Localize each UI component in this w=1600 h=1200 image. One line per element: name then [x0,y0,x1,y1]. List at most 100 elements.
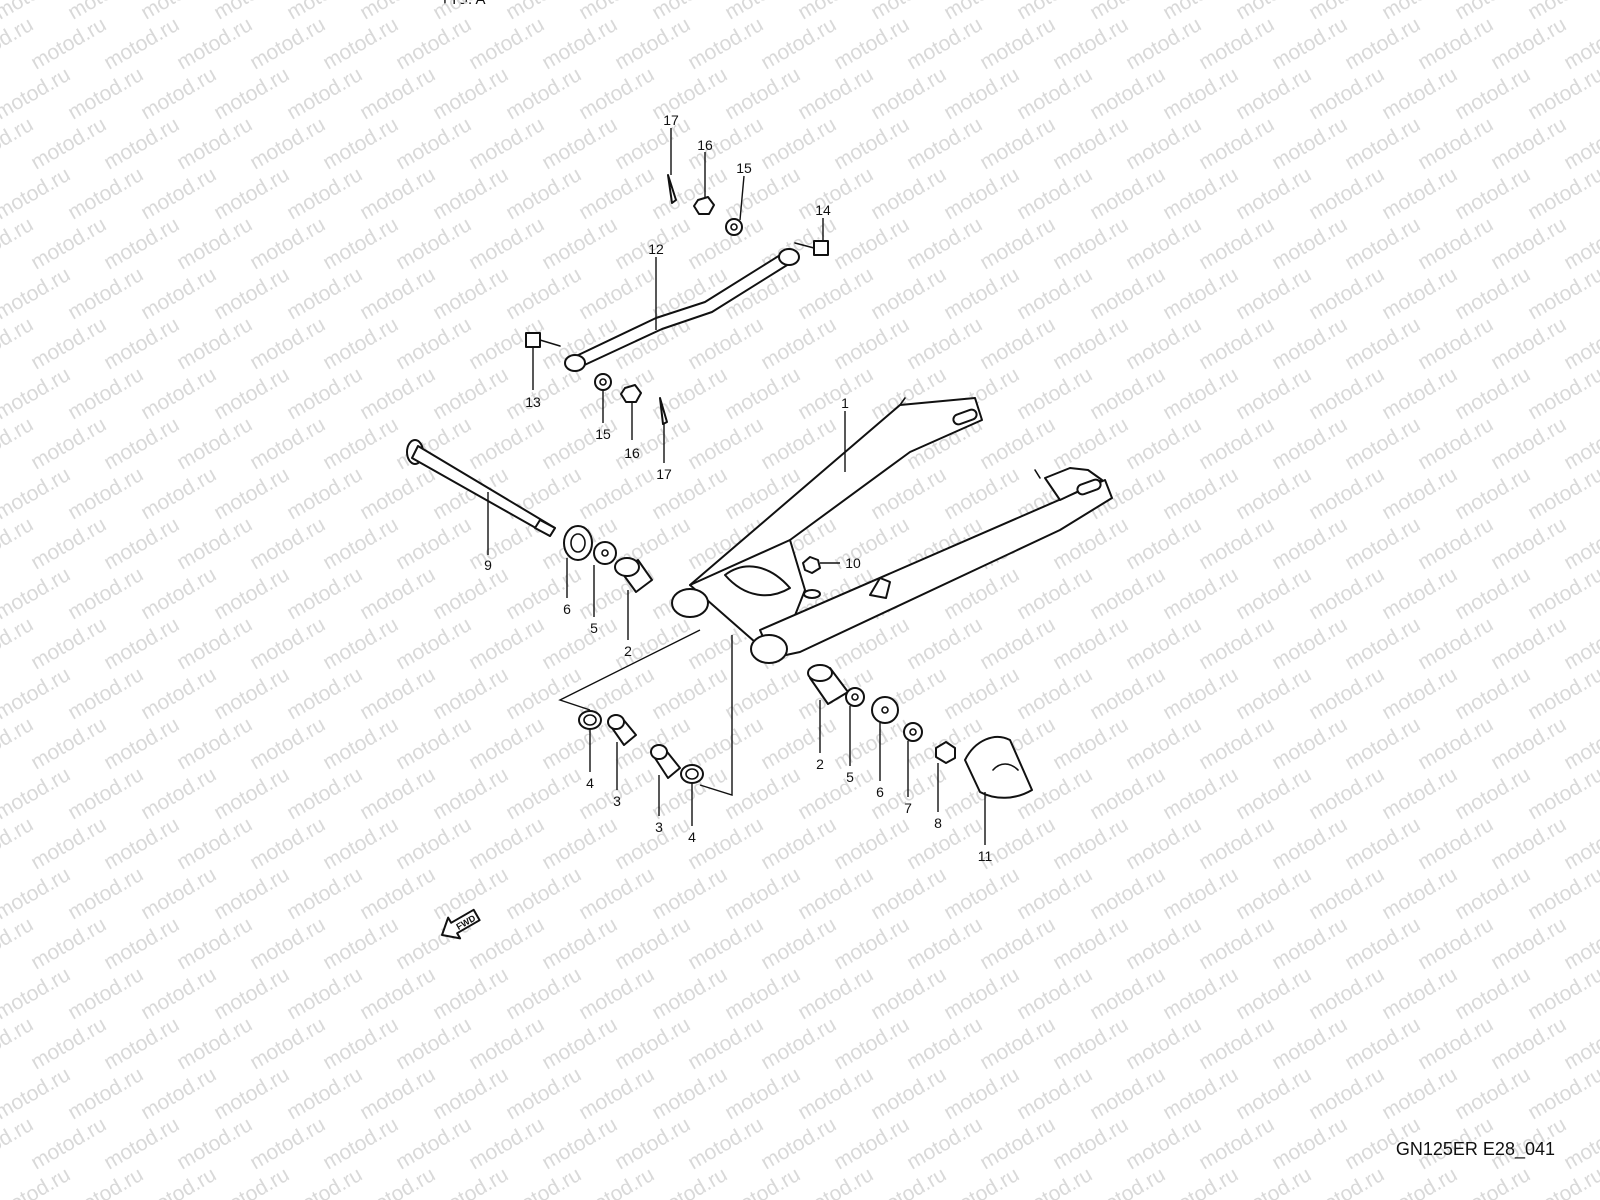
watermark-text: motod.ru [1086,1163,1169,1200]
watermark-text: motod.ru [100,113,183,174]
watermark-text: motod.ru [1378,863,1461,924]
watermark-text: motod.ru [210,1063,293,1124]
watermark-text: motod.ru [137,463,220,524]
watermark-text: motod.ru [575,1163,658,1200]
watermark-text: motod.ru [1086,363,1169,424]
watermark-text: motod.ru [173,813,256,874]
callout-2-right: 2 [816,756,824,772]
watermark-text: motod.ru [392,113,475,174]
watermark-text: motod.ru [976,1113,1059,1174]
watermark-text: motod.ru [575,263,658,324]
watermark-text: motod.ru [940,863,1023,924]
watermark-text: motod.ru [1049,1013,1132,1074]
watermark-text: motod.ru [575,363,658,424]
watermark-text: motod.ru [392,313,475,374]
watermark-text: motod.ru [1341,1013,1424,1074]
watermark-text: motod.ru [867,863,950,924]
watermark-text: motod.ru [976,613,1059,674]
watermark-text: motod.ru [1414,613,1497,674]
watermark-text: motod.ru [1487,913,1570,974]
watermark-text: motod.ru [502,763,585,824]
watermark-text: motod.ru [319,13,402,74]
watermark-text: motod.ru [794,63,877,124]
callout-6-left: 6 [563,601,571,617]
watermark-text: motod.ru [648,63,731,124]
watermark-text: motod.ru [684,213,767,274]
watermark-text: motod.ru [319,1113,402,1174]
watermark-text: motod.ru [538,813,621,874]
watermark-text: motod.ru [1268,313,1351,374]
watermark-text: motod.ru [100,1013,183,1074]
watermark-text: motod.ru [1268,913,1351,974]
watermark-text: motod.ru [1232,1163,1315,1200]
watermark-text: motod.ru [794,163,877,224]
watermark-text: motod.ru [830,313,913,374]
watermark-text: motod.ru [246,213,329,274]
watermark-text: motod.ru [1305,0,1388,24]
watermark-text: motod.ru [1159,63,1242,124]
watermark-text: motod.ru [1378,563,1461,624]
watermark-text: motod.ru [1487,813,1570,874]
watermark-text: motod.ru [100,813,183,874]
watermark-text: motod.ru [319,113,402,174]
watermark-text: motod.ru [429,563,512,624]
right-bearing-stack [807,664,1033,799]
watermark-text: motod.ru [1451,1163,1534,1200]
watermark-text: motod.ru [173,413,256,474]
watermark-text: motod.ru [538,913,621,974]
watermark-text: motod.ru [283,1163,366,1200]
watermark-text: motod.ru [27,1113,110,1174]
watermark-text: motod.ru [1341,713,1424,774]
watermark-text: motod.ru [392,813,475,874]
watermark-text: motod.ru [1232,863,1315,924]
watermark-text: motod.ru [246,313,329,374]
watermark-text: motod.ru [1451,663,1534,724]
watermark-text: motod.ru [1524,863,1600,924]
watermark-text: motod.ru [1305,363,1388,424]
watermark-text: motod.ru [648,663,731,724]
watermark-text: motod.ru [1232,63,1315,124]
watermark-text: motod.ru [246,813,329,874]
watermark-text: motod.ru [940,163,1023,224]
watermark-text: motod.ru [538,613,621,674]
figure-header-fragment: FIG. A [443,0,486,8]
watermark-text: motod.ru [1341,213,1424,274]
watermark-text: motod.ru [721,763,804,824]
watermark-text: motod.ru [356,863,439,924]
watermark-text: motod.ru [1232,1063,1315,1124]
watermark-text: motod.ru [867,1063,950,1124]
watermark-text: motod.ru [1195,613,1278,674]
watermark-text: motod.ru [757,1013,840,1074]
watermark-text: motod.ru [64,1063,147,1124]
watermark-text: motod.ru [940,1163,1023,1200]
watermark-text: motod.ru [246,413,329,474]
watermark-text: motod.ru [794,1063,877,1124]
watermark-text: motod.ru [830,913,913,974]
watermark-text: motod.ru [1086,563,1169,624]
watermark-text: motod.ru [940,0,1023,24]
watermark-text: motod.ru [502,63,585,124]
watermark-text: motod.ru [1013,0,1096,24]
watermark-text: motod.ru [1268,413,1351,474]
watermark-text: motod.ru [319,713,402,774]
watermark-text: motod.ru [429,663,512,724]
watermark-text: motod.ru [1195,1013,1278,1074]
watermark-text: motod.ru [1305,463,1388,524]
watermark-text: motod.ru [1451,563,1534,624]
watermark-text: motod.ru [1268,813,1351,874]
callout-3-right: 3 [655,819,663,835]
watermark-text: motod.ru [1305,1163,1388,1200]
watermark-text: motod.ru [1195,13,1278,74]
watermark-text: motod.ru [1378,1163,1461,1200]
callout-14: 14 [815,202,831,218]
watermark-text: motod.ru [611,413,694,474]
watermark-text: motod.ru [1086,63,1169,124]
watermark-text: motod.ru [502,0,585,24]
watermark-text: motod.ru [283,463,366,524]
watermark-text: motod.ru [1086,263,1169,324]
watermark-text: motod.ru [757,313,840,374]
watermark-text: motod.ru [392,513,475,574]
watermark-text: motod.ru [1487,513,1570,574]
watermark-text: motod.ru [976,413,1059,474]
watermark-text: motod.ru [1049,313,1132,374]
